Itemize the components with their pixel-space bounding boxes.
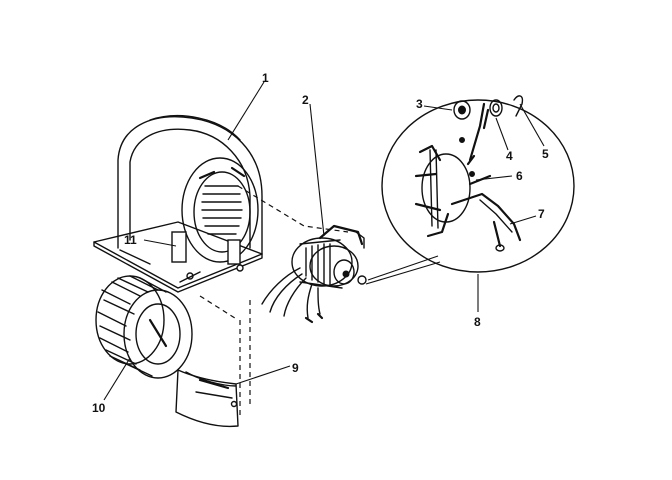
part-number-4: 4	[506, 149, 513, 163]
part-number-5: 5	[542, 147, 549, 161]
detail-pointer-lines	[365, 255, 441, 285]
detail-view-circle	[381, 95, 575, 273]
part-number-3: 3	[416, 97, 423, 111]
part-number-2: 2	[302, 93, 309, 107]
part-number-7: 7	[538, 207, 545, 221]
leader-lines	[103, 81, 545, 401]
part-number-11: 11	[124, 233, 137, 247]
part-number-10: 10	[92, 401, 106, 415]
part-number-1: 1	[262, 71, 269, 85]
seal-strip	[175, 369, 239, 428]
assembly-line-strip	[239, 300, 251, 416]
assembly-line-wheel	[199, 295, 239, 321]
part-number-9: 9	[292, 361, 299, 375]
assembly-line-motor-shaft	[237, 185, 349, 233]
blower-wheel	[95, 275, 193, 379]
part-number-6: 6	[516, 169, 523, 183]
blower-housing	[93, 115, 263, 293]
part-number-8: 8	[474, 315, 481, 329]
blower-motor	[261, 224, 367, 324]
